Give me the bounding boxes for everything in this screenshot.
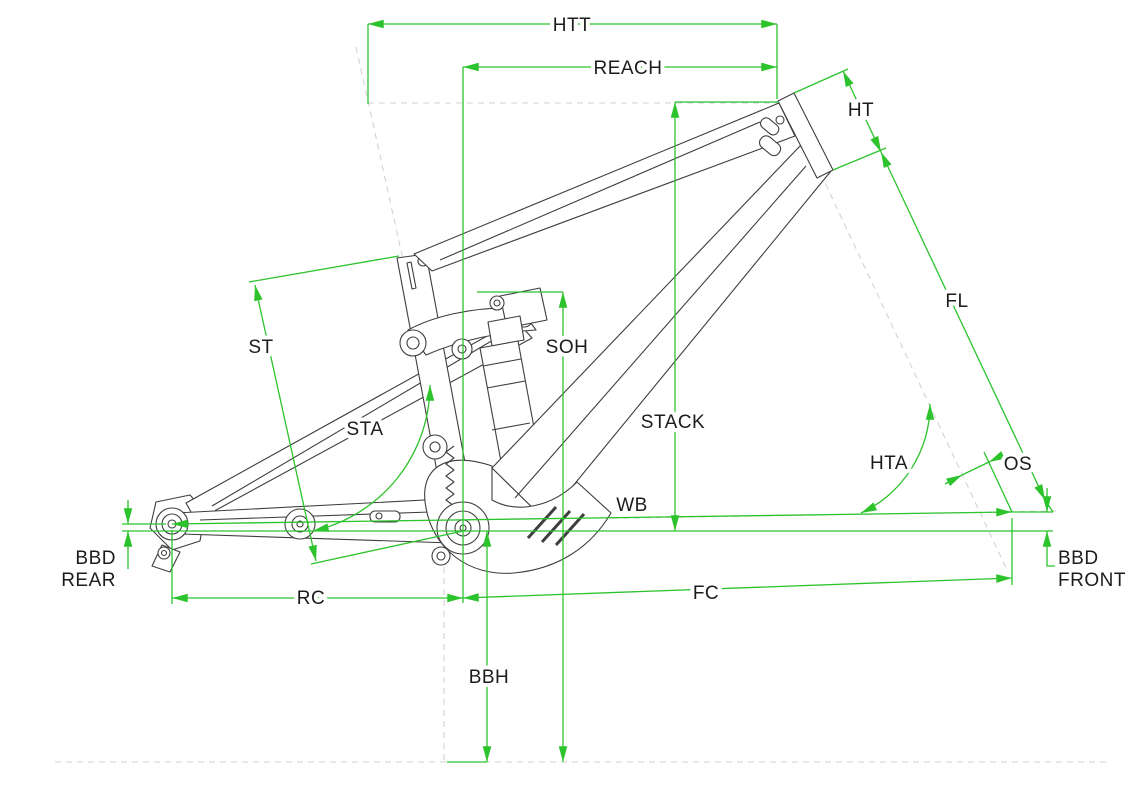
dim-bbd-rear: [122, 500, 166, 569]
cable-port-bolt: [775, 115, 785, 125]
dim-rc: [171, 530, 464, 604]
dim-os: [944, 451, 1013, 513]
shock-banjo-inner: [493, 299, 501, 307]
label-bbd-front: BBD FRONT: [1054, 544, 1129, 595]
label-os: OS: [1004, 454, 1032, 475]
dim-ht-fl: [793, 68, 1054, 513]
dim-bbd-front-leader: [1046, 557, 1055, 567]
dim-fl-line: [880, 151, 1046, 501]
dim-os-arrow-right: [988, 451, 1005, 463]
link-pivot-upper-inner: [429, 441, 441, 453]
label-rc: RC: [297, 588, 325, 609]
label-fl: FL: [945, 291, 968, 312]
frame-drawing: [149, 92, 834, 574]
dimension-labels: HTT REACH HT FL ST SOH STA STACK HTA OS …: [57, 11, 1129, 692]
label-soh: SOH: [546, 337, 589, 358]
dim-fc-line: [462, 574, 1013, 602]
chainring-teeth: [445, 445, 455, 507]
label-htt: HTT: [553, 15, 591, 36]
label-bbh: BBH: [469, 667, 510, 688]
label-bbd-front-line2: FRONT: [1058, 570, 1126, 591]
dim-bbh: [447, 531, 492, 763]
dim-st-line: [254, 284, 317, 562]
label-stack: STACK: [641, 412, 705, 433]
hanger-bolt-inner: [160, 549, 168, 557]
dim-htt-extensions: [367, 24, 778, 104]
label-sta: STA: [346, 419, 383, 440]
label-bbd-front-line1: BBD: [1058, 548, 1099, 569]
dim-sta-arc: [312, 384, 435, 532]
dim-stack: [670, 101, 779, 531]
shock-head: [487, 315, 525, 347]
dim-ht-line: [842, 70, 882, 153]
dim-st: [248, 255, 464, 565]
label-st: ST: [248, 337, 273, 358]
label-ht: HT: [848, 100, 874, 121]
chainstay-slot-bolt: [375, 512, 383, 520]
dim-bbd-front: [1012, 488, 1055, 567]
link-pivot-lower-inner: [436, 551, 446, 561]
cable-port-upper: [759, 117, 780, 136]
cable-port-lower: [758, 135, 782, 157]
dimension-lines: [122, 19, 1055, 763]
label-bbd-rear-line1: BBD: [75, 548, 116, 569]
label-fc: FC: [693, 583, 719, 604]
label-reach: REACH: [593, 58, 662, 79]
dim-os-arrow-left: [944, 474, 963, 487]
top-tube-accent: [439, 121, 761, 261]
label-wb: WB: [616, 495, 648, 516]
rocker-pivot-main-inner: [406, 336, 420, 350]
shock-body-lines: [482, 358, 531, 431]
dim-st-extensions: [248, 255, 464, 565]
label-bbd-rear: BBD REAR: [57, 544, 119, 595]
dim-hta-arc: [860, 403, 935, 514]
rocker-pivot-mid-inner: [457, 344, 467, 354]
dim-htt: [367, 19, 778, 104]
dim-fc: [462, 518, 1013, 602]
label-bbd-rear-line2: REAR: [61, 570, 116, 591]
dim-fl-connector: [1044, 499, 1054, 513]
label-hta: HTA: [870, 453, 908, 474]
seat-clamp-slot: [406, 261, 417, 290]
dim-soh: [477, 291, 568, 762]
dim-os-line: [961, 461, 990, 476]
